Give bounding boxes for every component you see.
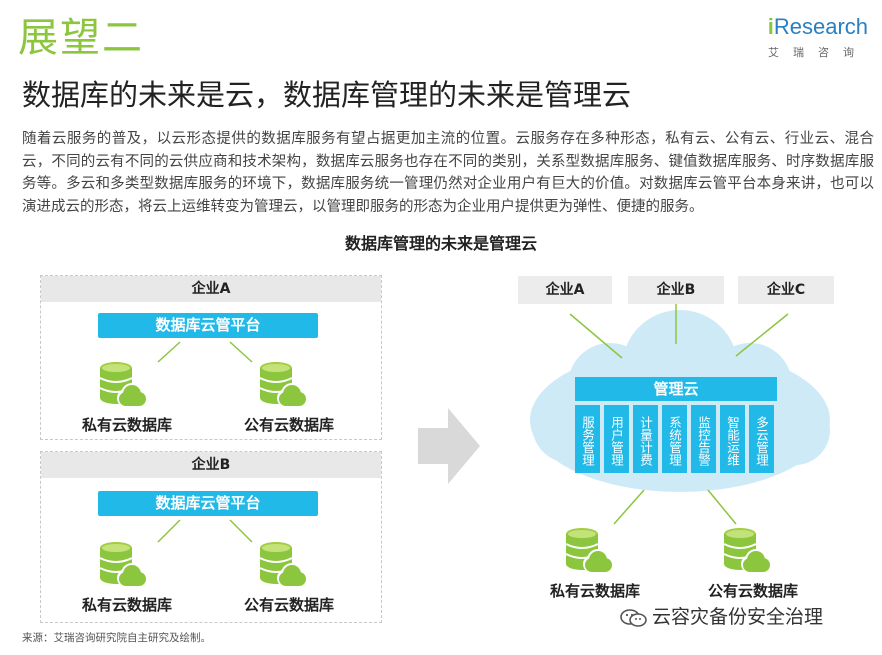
service-row: 服务管理 用户管理 计量计费 系统管理 监控告警 智能运维 多云管理 bbox=[575, 405, 779, 473]
logo-subtitle: 艾瑞咨询 bbox=[768, 46, 868, 59]
connector-line bbox=[229, 519, 253, 543]
connector-line bbox=[613, 489, 645, 525]
connector-line bbox=[707, 489, 737, 525]
connector-line bbox=[157, 341, 181, 363]
public-db-label-a: 公有云数据库 bbox=[243, 416, 334, 434]
private-db-label-a: 私有云数据库 bbox=[81, 416, 172, 434]
public-db-label-right: 公有云数据库 bbox=[707, 582, 798, 600]
logo-research: Research bbox=[773, 14, 868, 39]
service-item: 多云管理 bbox=[749, 405, 774, 473]
database-cloud-icon bbox=[723, 527, 774, 574]
page-subtitle: 数据库的未来是云，数据库管理的未来是管理云 bbox=[22, 78, 632, 112]
enterprise-b-header: 企业B bbox=[41, 452, 381, 478]
transition-arrow bbox=[418, 408, 480, 484]
service-item: 智能运维 bbox=[720, 405, 745, 473]
enterprise-tag-a: 企业A bbox=[518, 276, 612, 304]
connector-line bbox=[229, 341, 253, 363]
private-db-label-right: 私有云数据库 bbox=[549, 582, 640, 600]
enterprise-tag-b: 企业B bbox=[628, 276, 724, 304]
wechat-icon bbox=[620, 608, 647, 627]
service-item: 用户管理 bbox=[604, 405, 629, 473]
iresearch-logo: iResearch 艾瑞咨询 bbox=[756, 14, 868, 60]
platform-b: 数据库云管平台 bbox=[98, 491, 318, 516]
enterprise-tag-c: 企业C bbox=[738, 276, 834, 304]
section-title: 展望二 bbox=[18, 15, 144, 61]
enterprise-a-header: 企业A bbox=[41, 276, 381, 302]
logo-i: i bbox=[767, 14, 774, 39]
service-item: 计量计费 bbox=[633, 405, 658, 473]
platform-a: 数据库云管平台 bbox=[98, 313, 318, 338]
enterprise-b-box: 企业B bbox=[40, 451, 382, 623]
database-cloud-icon bbox=[565, 527, 616, 574]
connector-line bbox=[569, 313, 623, 359]
service-item: 服务管理 bbox=[575, 405, 600, 473]
watermark: 云容灾备份安全治理 bbox=[620, 602, 823, 629]
management-cloud-bar: 管理云 bbox=[575, 377, 777, 401]
enterprise-a-box: 企业A bbox=[40, 275, 382, 440]
connector-line bbox=[157, 519, 181, 543]
public-db-label-b: 公有云数据库 bbox=[243, 596, 334, 614]
service-item: 系统管理 bbox=[662, 405, 687, 473]
connector-line bbox=[735, 313, 789, 357]
service-item: 监控告警 bbox=[691, 405, 716, 473]
source-note: 来源：艾瑞咨询研究院自主研究及绘制。 bbox=[22, 632, 211, 644]
intro-paragraph: 随着云服务的普及，以云形态提供的数据库服务有望占据更加主流的位置。云服务存在多种… bbox=[22, 131, 874, 215]
diagram-title: 数据库管理的未来是管理云 bbox=[344, 234, 537, 253]
watermark-text: 云容灾备份安全治理 bbox=[652, 606, 824, 628]
logo-wordmark: iResearch bbox=[756, 14, 868, 40]
private-db-label-b: 私有云数据库 bbox=[81, 596, 172, 614]
